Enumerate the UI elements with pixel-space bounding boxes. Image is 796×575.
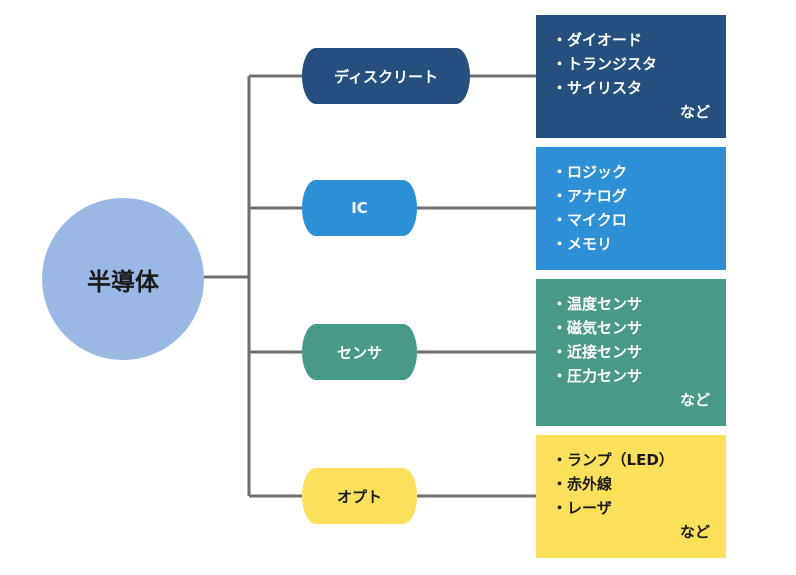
- category-node-discrete: ディスクリート: [302, 48, 470, 104]
- list-item: ・近接センサ: [552, 343, 643, 361]
- list-item: ・温度センサ: [552, 295, 643, 313]
- items-box-ic: ・ロジック ・アナログ ・マイクロ ・メモリ: [536, 147, 726, 270]
- category-label: IC: [351, 199, 368, 217]
- list-item: ・サイリスタ: [552, 79, 643, 97]
- category-label: センサ: [336, 343, 382, 362]
- list-item: ・レーザ: [552, 499, 612, 517]
- list-item: ・赤外線: [552, 475, 613, 493]
- category-node-sensor: センサ: [302, 324, 417, 380]
- list-item: ・ロジック: [552, 163, 628, 181]
- category-node-opto: オプト: [302, 468, 417, 524]
- items-box-discrete: ・ダイオード ・トランジスタ ・サイリスタ など: [536, 15, 726, 138]
- root-label: 半導体: [87, 267, 159, 296]
- etc-label: など: [679, 523, 710, 541]
- category-label: ディスクリート: [334, 67, 438, 86]
- list-item: ・メモリ: [552, 235, 613, 253]
- list-item: ・アナログ: [552, 187, 627, 205]
- etc-label: など: [679, 103, 710, 121]
- list-item: ・圧力センサ: [552, 367, 643, 385]
- category-node-ic: IC: [302, 180, 417, 236]
- list-item: ・ダイオード: [552, 31, 643, 49]
- category-label: オプト: [336, 487, 382, 506]
- root-node: 半導体: [42, 198, 204, 360]
- list-item: ・磁気センサ: [552, 319, 643, 337]
- items-box-sensor: ・温度センサ ・磁気センサ ・近接センサ ・圧力センサ など: [536, 279, 726, 426]
- etc-label: など: [679, 391, 710, 409]
- list-item: ・ランプ（LED）: [552, 451, 674, 469]
- items-box-opto: ・ランプ（LED） ・赤外線 ・レーザ など: [536, 435, 726, 558]
- list-item: ・マイクロ: [552, 211, 627, 229]
- list-item: ・トランジスタ: [552, 55, 658, 73]
